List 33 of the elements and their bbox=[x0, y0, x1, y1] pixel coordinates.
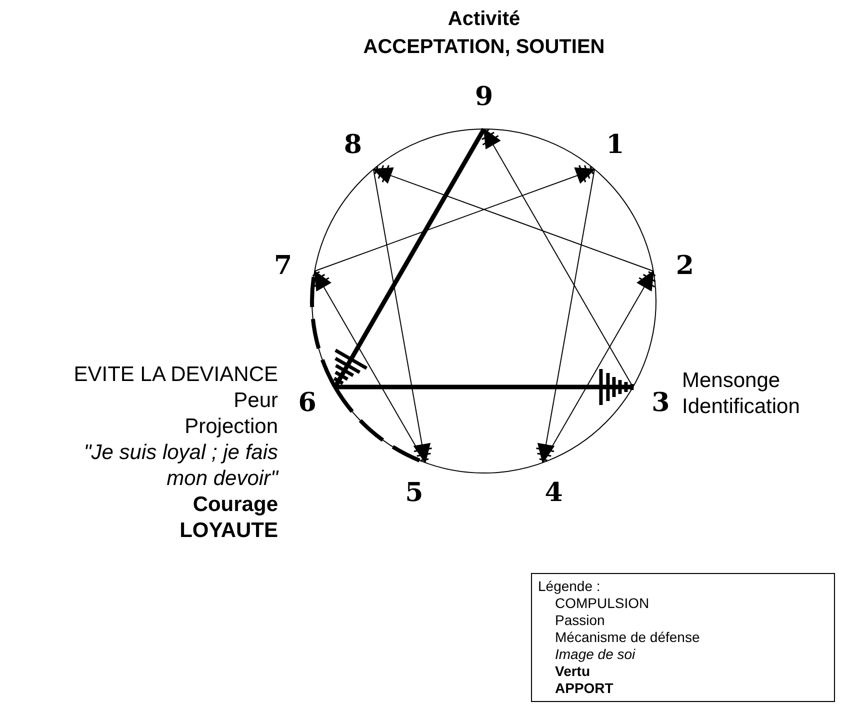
point-number: 4 bbox=[544, 478, 563, 507]
arrow bbox=[314, 164, 596, 272]
legend-box bbox=[531, 573, 835, 702]
legend-text: Vertu bbox=[554, 663, 590, 680]
type-description: Identification bbox=[682, 394, 800, 420]
type-description: EVITE LA DEVIANCE bbox=[74, 362, 278, 388]
point-number: 5 bbox=[405, 478, 424, 507]
legend-text: Image de soi bbox=[554, 646, 636, 663]
legend-text: COMPULSION bbox=[554, 595, 650, 612]
arrow bbox=[535, 168, 596, 464]
point-number: 8 bbox=[344, 130, 362, 159]
type-description: Activité bbox=[448, 7, 520, 32]
type-description: LOYAUTE bbox=[180, 518, 278, 544]
point-number: 2 bbox=[676, 252, 694, 280]
point-number: 3 bbox=[652, 389, 670, 417]
type-description: Projection bbox=[184, 414, 278, 440]
legend-text: Mécanisme de défense bbox=[554, 629, 700, 646]
type-description: ACCEPTATION, SOUTIEN bbox=[363, 35, 605, 60]
type-description: Courage bbox=[192, 492, 278, 518]
legend-text: APPORT bbox=[554, 680, 614, 697]
point-number: 7 bbox=[274, 252, 292, 280]
point-number: 6 bbox=[298, 389, 316, 417]
legend-text: Passion bbox=[554, 612, 605, 629]
point-number: 9 bbox=[474, 83, 494, 111]
legend-title: Légende : bbox=[538, 578, 600, 595]
arrow bbox=[372, 168, 433, 464]
type-description: Mensonge bbox=[682, 368, 780, 394]
point-number: 1 bbox=[606, 130, 624, 159]
arrow bbox=[542, 270, 656, 464]
type-description: "Je suis loyal ; je fais mon devoir" bbox=[82, 440, 278, 492]
arrow bbox=[312, 270, 426, 464]
type-description: Peur bbox=[234, 388, 278, 414]
arrow bbox=[372, 164, 654, 272]
